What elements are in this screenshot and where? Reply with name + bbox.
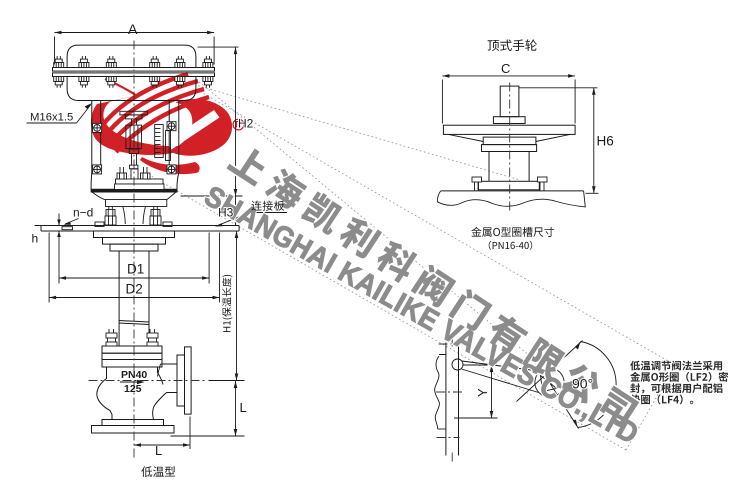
svg-text:D1: D1 <box>127 262 144 277</box>
svg-text:L: L <box>155 443 162 458</box>
svg-text:D2: D2 <box>126 282 143 297</box>
svg-text:H3: H3 <box>218 206 234 220</box>
svg-text:125: 125 <box>124 383 142 395</box>
svg-text:n−d: n−d <box>73 206 93 220</box>
svg-text:C: C <box>501 61 510 76</box>
svg-text:L: L <box>240 400 247 415</box>
svg-text:h: h <box>32 232 39 246</box>
svg-text:Y: Y <box>475 388 490 397</box>
svg-text:M16x1.5: M16x1.5 <box>30 112 73 124</box>
svg-text:H2: H2 <box>238 117 254 131</box>
svg-text:PN40: PN40 <box>121 369 147 381</box>
svg-text:A: A <box>128 21 138 37</box>
svg-text:H6: H6 <box>597 134 614 149</box>
svg-text:90°: 90° <box>572 376 593 392</box>
